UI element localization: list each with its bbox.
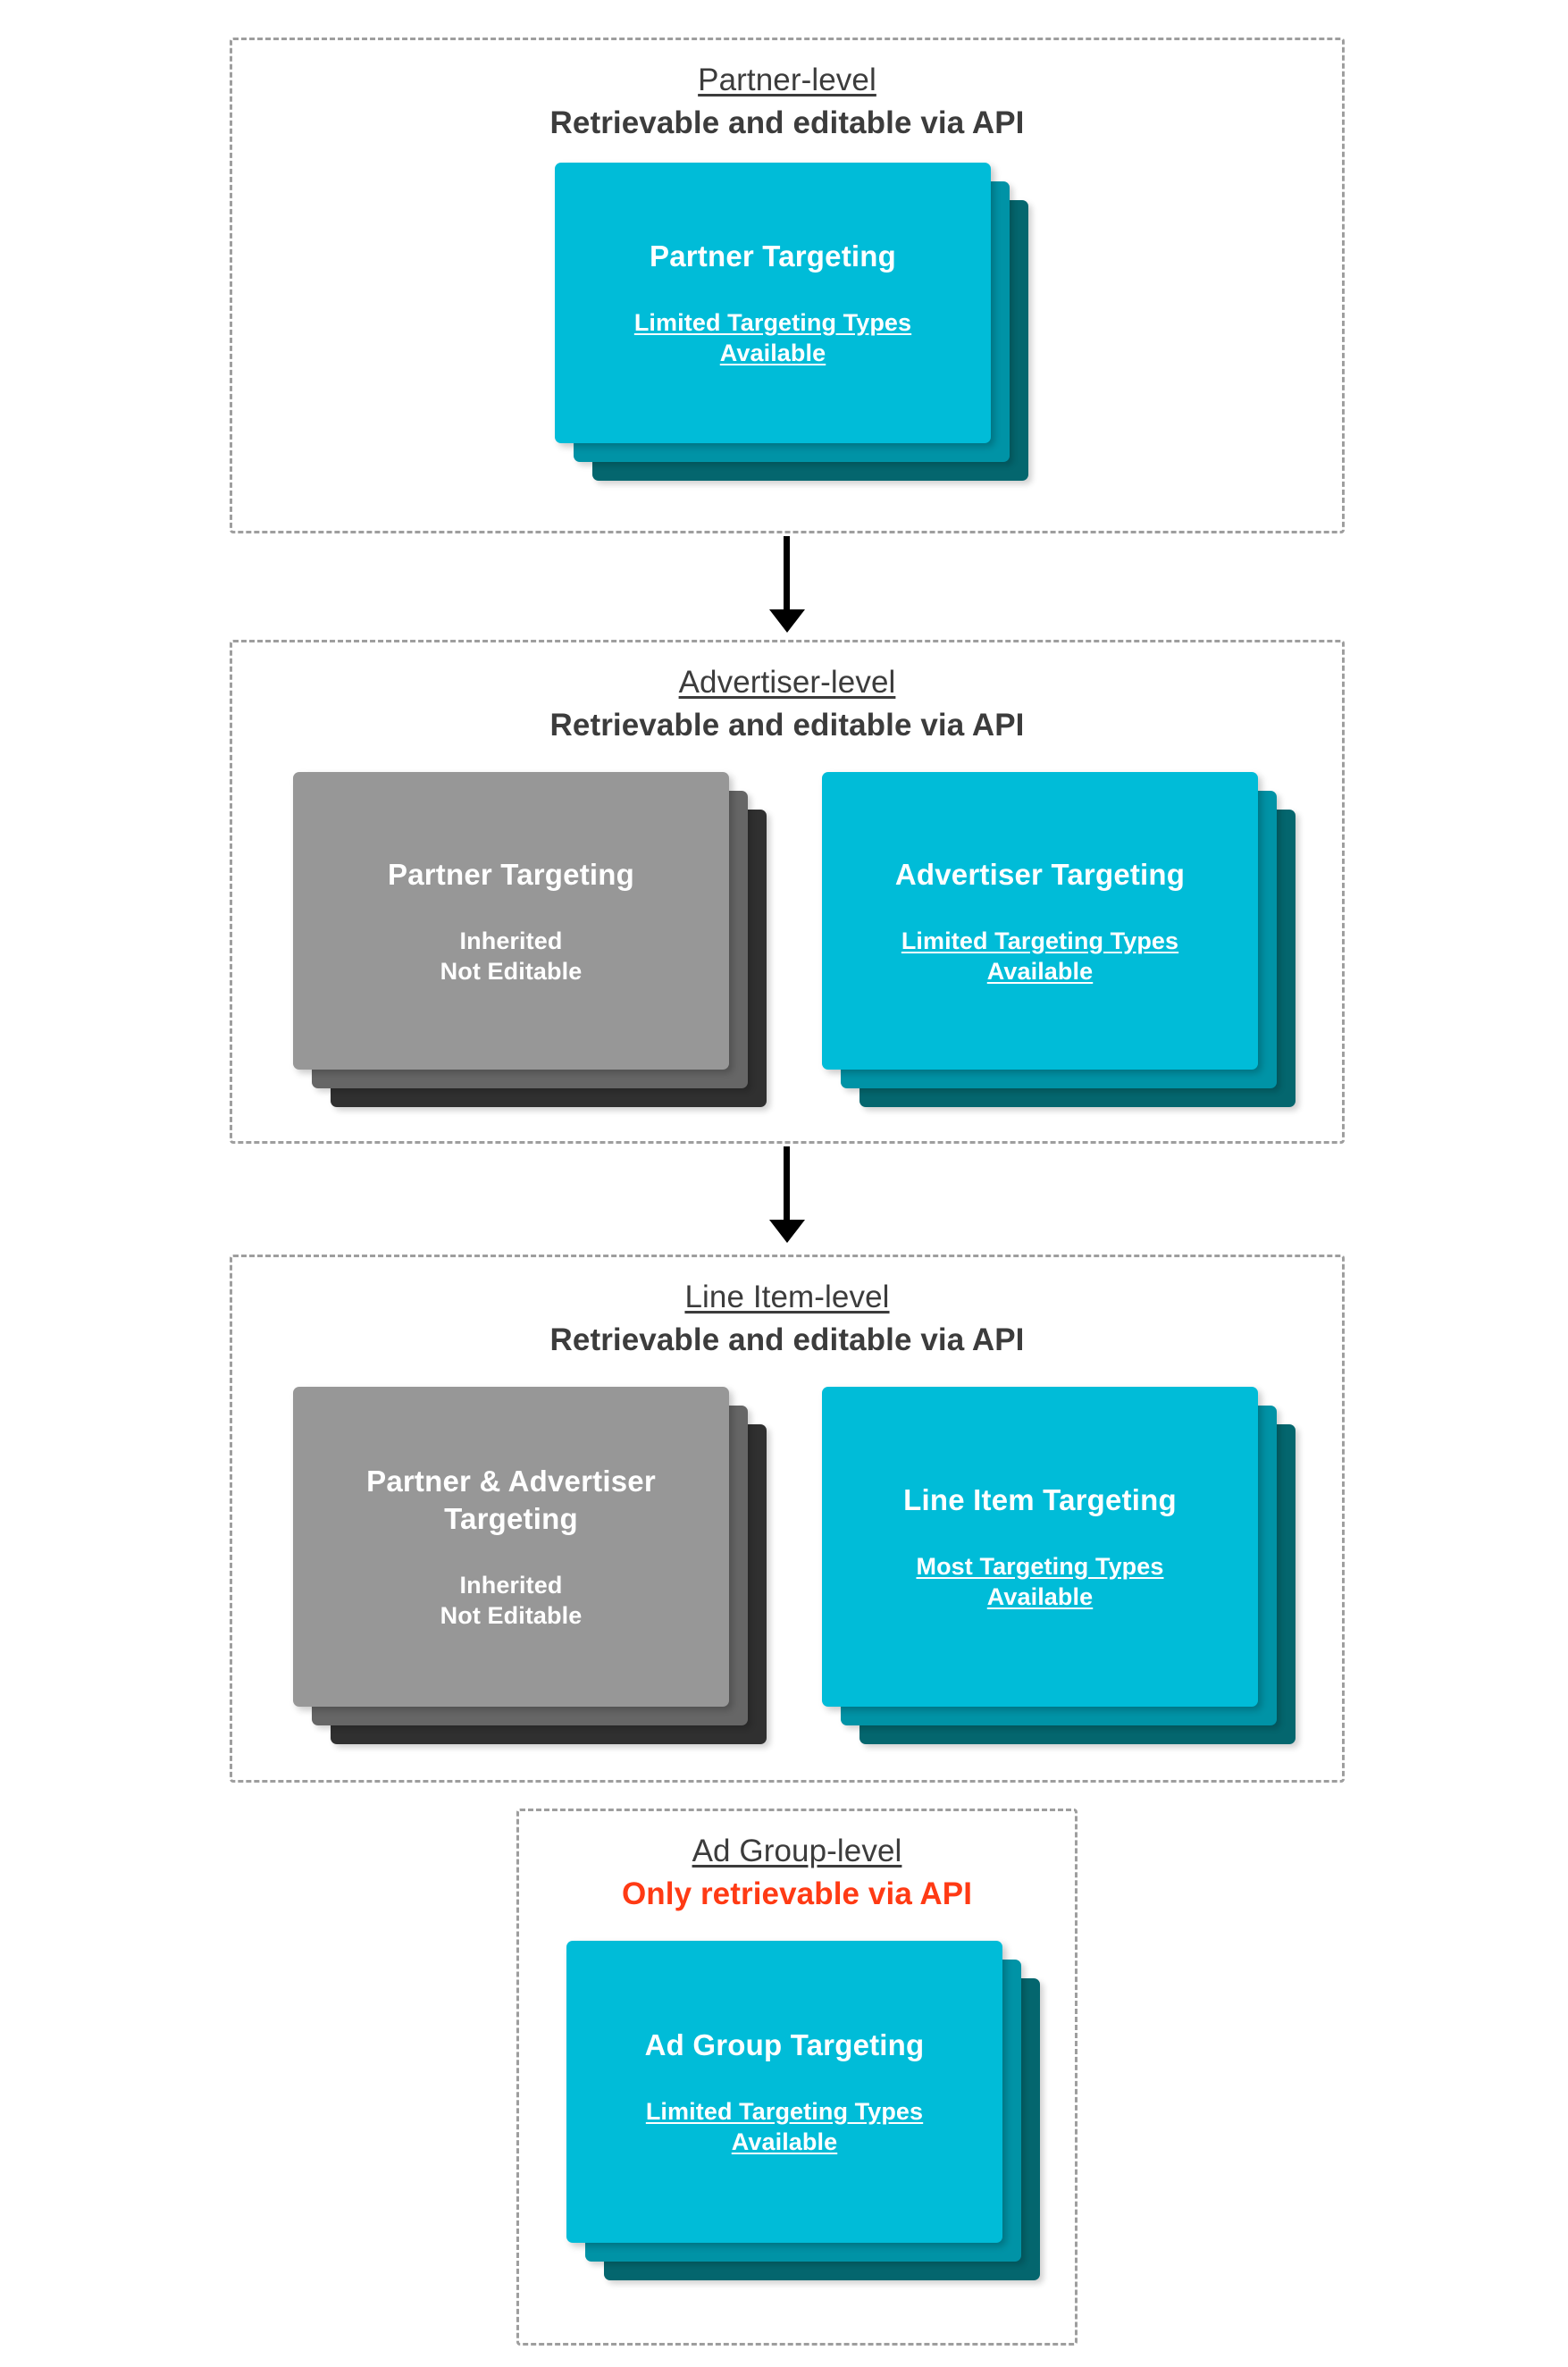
- level-ad-group: Ad Group-level Only retrievable via API …: [516, 1809, 1077, 2346]
- card-subtitle-line-2: Available: [719, 340, 826, 366]
- card-partner-targeting[interactable]: Partner Targeting Limited Targeting Type…: [555, 163, 991, 443]
- card-subtitle-line-2: Available: [986, 957, 1094, 985]
- card-stack-advertiser-targeting[interactable]: Advertiser Targeting Limited Targeting T…: [822, 772, 1295, 1107]
- card-subtitle-line-2: Available: [731, 2128, 838, 2155]
- card-subtitle-line-1: Limited Targeting Types: [633, 309, 912, 336]
- card-ad-group-targeting[interactable]: Ad Group Targeting Limited Targeting Typ…: [566, 1941, 1002, 2243]
- card-subtitle-line-1: Limited Targeting Types: [901, 927, 1179, 954]
- arrow-head-icon: [769, 1220, 805, 1243]
- level-advertiser-title: Advertiser-level: [678, 665, 896, 700]
- arrow-advertiser-to-line-item: [769, 1146, 805, 1243]
- level-advertiser-subtitle: Retrievable and editable via API: [549, 708, 1025, 743]
- level-line-item-header: Line Item-level Retrievable and editable…: [232, 1278, 1342, 1360]
- arrow-partner-to-advertiser: [769, 536, 805, 633]
- level-ad-group-header: Ad Group-level Only retrievable via API: [519, 1832, 1075, 1914]
- card-stack-inherited-partner-advertiser-targeting[interactable]: Partner & Advertiser Targeting Inherited…: [293, 1387, 767, 1744]
- card-title: Ad Group Targeting: [644, 2028, 925, 2061]
- card-subtitle-line-1: Most Targeting Types: [916, 1553, 1164, 1580]
- card-stack-ad-group-targeting[interactable]: Ad Group Targeting Limited Targeting Typ…: [566, 1941, 1040, 2280]
- card-subtitle-line-2: Not Editable: [440, 1602, 583, 1629]
- arrow-shaft: [784, 1146, 790, 1221]
- level-partner-header: Partner-level Retrievable and editable v…: [232, 61, 1342, 143]
- card-title: Line Item Targeting: [903, 1483, 1177, 1516]
- card-stack-line-item-targeting[interactable]: Line Item Targeting Most Targeting Types…: [822, 1387, 1295, 1744]
- card-subtitle-line-2: Available: [986, 1583, 1094, 1610]
- level-line-item: Line Item-level Retrievable and editable…: [230, 1255, 1345, 1783]
- card-inherited-partner-advertiser-targeting[interactable]: Partner & Advertiser Targeting Inherited…: [293, 1387, 729, 1707]
- card-subtitle-line-2: Not Editable: [440, 957, 583, 985]
- card-title: Partner Targeting: [649, 239, 896, 273]
- card-title: Partner & Advertiser Targeting: [366, 1465, 656, 1535]
- card-subtitle-line-1: Inherited: [459, 1572, 563, 1599]
- card-subtitle-line-1: Inherited: [459, 927, 563, 954]
- level-line-item-subtitle: Retrievable and editable via API: [549, 1322, 1025, 1357]
- card-inherited-partner-targeting[interactable]: Partner Targeting Inherited Not Editable: [293, 772, 729, 1070]
- level-partner: Partner-level Retrievable and editable v…: [230, 38, 1345, 533]
- card-advertiser-targeting[interactable]: Advertiser Targeting Limited Targeting T…: [822, 772, 1258, 1070]
- level-ad-group-title: Ad Group-level: [692, 1834, 902, 1868]
- level-partner-subtitle: Retrievable and editable via API: [549, 105, 1025, 140]
- level-ad-group-subtitle: Only retrievable via API: [621, 1876, 973, 1911]
- level-partner-title: Partner-level: [698, 63, 876, 97]
- arrow-head-icon: [769, 609, 805, 633]
- card-title: Partner Targeting: [387, 857, 634, 891]
- level-advertiser: Advertiser-level Retrievable and editabl…: [230, 640, 1345, 1144]
- level-advertiser-header: Advertiser-level Retrievable and editabl…: [232, 663, 1342, 745]
- card-title: Advertiser Targeting: [894, 857, 1186, 891]
- card-line-item-targeting[interactable]: Line Item Targeting Most Targeting Types…: [822, 1387, 1258, 1707]
- level-line-item-title: Line Item-level: [684, 1280, 890, 1314]
- card-subtitle-line-1: Limited Targeting Types: [645, 2098, 924, 2125]
- card-stack-partner-targeting[interactable]: Partner Targeting Limited Targeting Type…: [555, 163, 1028, 481]
- arrow-shaft: [784, 536, 790, 611]
- card-stack-inherited-partner-targeting[interactable]: Partner Targeting Inherited Not Editable: [293, 772, 767, 1107]
